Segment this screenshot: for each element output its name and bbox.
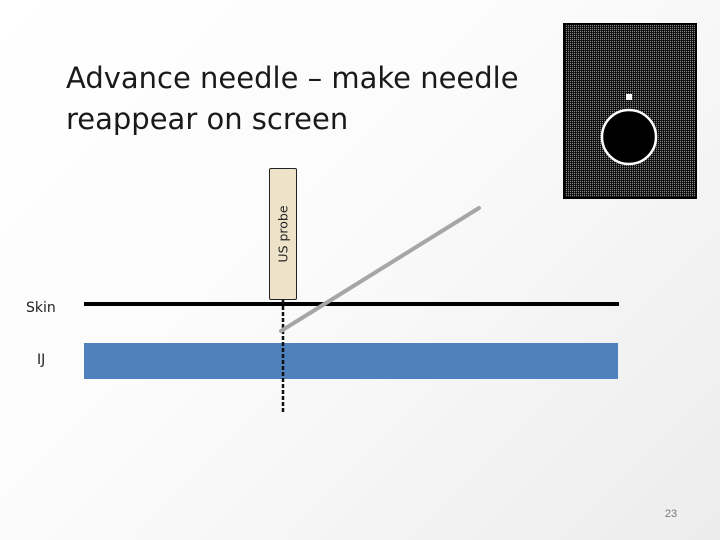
us-probe: US probe — [269, 168, 297, 300]
ij-label: IJ — [37, 352, 45, 368]
probe-label: US probe — [276, 205, 291, 262]
vessel-cross-section — [602, 110, 656, 164]
needle-tip-echo — [626, 94, 632, 100]
needle — [281, 208, 479, 331]
page-number: 23 — [656, 508, 686, 520]
skin-label: Skin — [26, 300, 56, 316]
